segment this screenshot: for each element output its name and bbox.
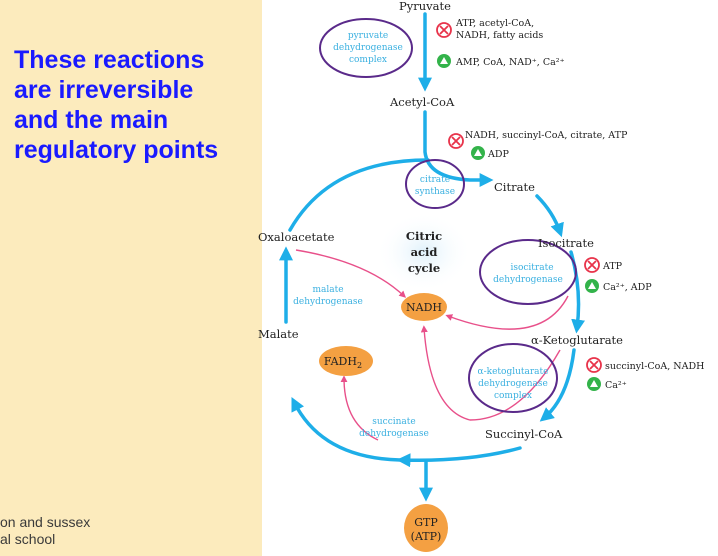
arrow-sdh-to-fadh2 [340,375,379,441]
headline-line-2: are irreversible [14,76,194,104]
label-pyruvate: Pyruvate [399,0,451,13]
nadh-oval [401,293,447,321]
arrow-idh-to-nadh [445,295,569,330]
footer-line-2: al school [0,531,56,547]
activate-icon [437,54,451,68]
inhibit-icon [584,257,600,273]
enzyme-cs-line-2: synthase [415,187,455,197]
akg-inhibitors: succinyl-CoA, NADH [605,361,704,372]
cs-inhibitors: NADH, succinyl-CoA, citrate, ATP [465,130,628,141]
cs-activators: ADP [487,149,509,160]
enzyme-cs-line-1: citrate [420,175,450,185]
enzyme-akg-line-3: complex [494,391,532,401]
label-ketoglutarate: α-Ketoglutarate [531,333,623,347]
gtp-label: GTP [414,516,438,529]
activate-icon [471,146,485,160]
fadh2-oval [319,346,373,376]
pdh-activators: AMP, CoA, NAD⁺, Ca²⁺ [455,57,565,68]
circle-akg-dh [468,343,558,413]
arrow-oxaloacetate-join [288,158,430,232]
arrow-to-malate [291,396,402,462]
enzyme-sdh-line-1: succinate [372,417,415,427]
idh-activators: Ca²⁺, ADP [603,282,652,293]
label-isocitrate: Isocitrate [538,236,594,250]
nadh-label: NADH [406,301,442,314]
headline-line-4: regulatory points [14,136,219,164]
pdh-inhibitors-line-2: NADH, fatty acids [456,30,543,41]
label-citrate: Citrate [494,180,535,194]
center-glow [376,212,472,292]
label-succinyl-coa: Succinyl-CoA [485,427,563,441]
enzyme-idh-line-1: isocitrate [510,263,553,273]
inhibit-icon [436,22,452,38]
arrow-succinylcoa-to-succinate [396,446,522,468]
activate-icon [587,377,601,391]
enzyme-akg-line-2: dehydrogenase [478,379,548,389]
arrow-akgdh-to-nadh [420,325,561,421]
arrow-malate-dh-to-nadh [295,249,407,298]
arrow-ketoglutarate-to-succinylcoa [539,348,576,422]
center-label-line-1: Citric [406,229,442,243]
center-label-line-3: cycle [408,261,440,275]
footer-logo-text: on and sussex al school [0,514,90,548]
gtp-oval [404,504,448,552]
label-oxaloacetate: Oxaloacetate [258,230,335,244]
enzyme-pdh-line-3: complex [349,55,387,65]
circle-isocitrate-dh [479,239,577,305]
enzyme-pdh-line-1: pyruvate [348,31,388,41]
fadh2-label: FADH2 [324,355,362,370]
pdh-inhibitors-line-1: ATP, acetyl-CoA, [455,18,534,29]
label-acetyl-coa: Acetyl-CoA [389,95,455,109]
akg-activators: Ca²⁺ [605,380,627,391]
circle-citrate-synthase [405,159,465,209]
inhibit-icon [448,133,464,149]
enzyme-akg-line-1: α-ketoglutarate [478,367,549,377]
label-malate: Malate [258,327,299,341]
arrow-acetylcoa-to-citrate [423,110,494,187]
side-panel [0,0,262,556]
enzyme-mdh-line-1: malate [312,285,343,295]
headline-line-1: These reactions [14,46,205,74]
footer-line-1: on and sussex [0,514,91,530]
activate-icon [585,279,599,293]
idh-inhibitors: ATP [602,261,623,272]
headline-line-3: and the main [14,106,169,134]
headline: These reactions are irreversible and the… [14,45,276,165]
enzyme-sdh-line-2: dehydrogenase [359,429,429,439]
enzyme-idh-line-2: dehydrogenase [493,275,563,285]
enzyme-mdh-line-2: dehydrogenase [293,297,363,307]
atp-label: (ATP) [411,530,442,543]
inhibit-icon [586,357,602,373]
center-label-line-2: acid [411,245,438,259]
circle-pdh [319,18,413,78]
arrow-citrate-to-isocitrate [535,194,564,238]
enzyme-pdh-line-2: dehydrogenase [333,43,403,53]
